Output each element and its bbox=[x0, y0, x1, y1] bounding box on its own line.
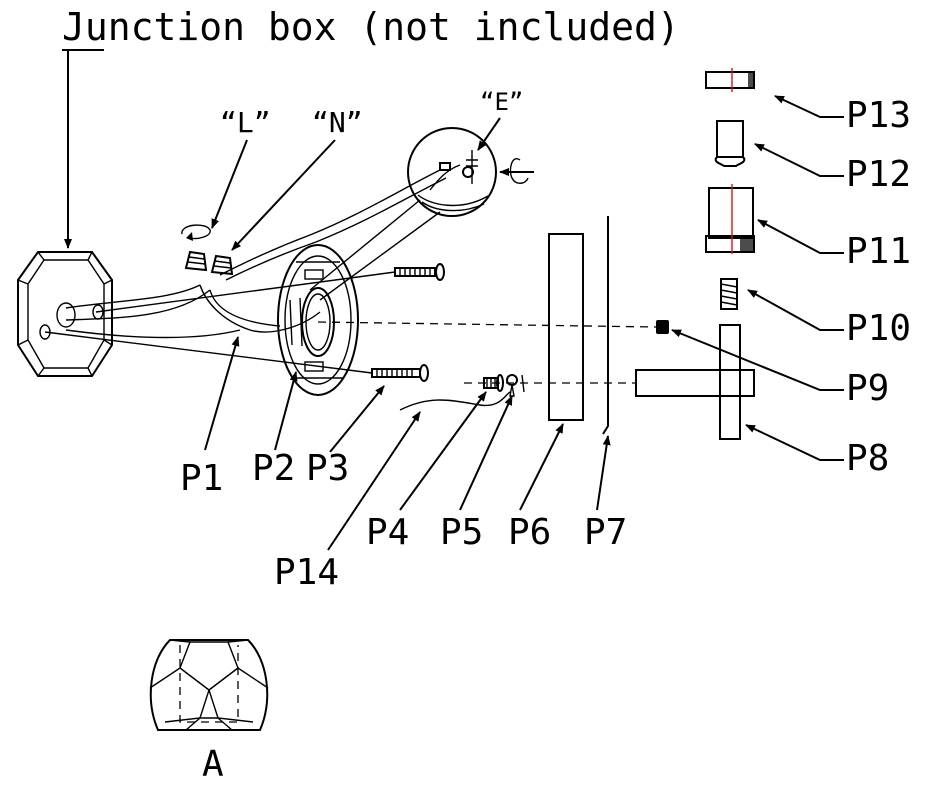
twist-icon-l bbox=[181, 224, 211, 240]
socket-holder bbox=[705, 184, 755, 254]
glass-shade bbox=[149, 639, 269, 731]
mounting-screws bbox=[44, 263, 445, 382]
callout-n-arrow bbox=[231, 139, 336, 251]
label-p3: P3 bbox=[306, 448, 349, 489]
label-p1: P1 bbox=[180, 458, 223, 499]
junction-box-drawing bbox=[17, 251, 113, 377]
label-p13: P13 bbox=[846, 95, 911, 136]
ground-wire bbox=[399, 391, 511, 411]
twist-icon-e bbox=[509, 158, 529, 184]
wire-nuts bbox=[184, 250, 234, 276]
label-p5: P5 bbox=[440, 512, 483, 553]
threaded-nipple bbox=[720, 278, 738, 310]
label-p8: P8 bbox=[846, 438, 889, 479]
callout-e-arrow bbox=[477, 117, 501, 151]
callout-l-arrow bbox=[211, 139, 248, 229]
callout-e: “E” bbox=[480, 88, 523, 116]
cap-nut bbox=[656, 320, 669, 334]
label-p6: P6 bbox=[508, 512, 551, 553]
label-p11: P11 bbox=[846, 231, 911, 272]
socket bbox=[714, 120, 746, 167]
callout-l: “L” bbox=[220, 106, 271, 139]
upper-axis-line bbox=[317, 321, 657, 328]
glass-panel bbox=[602, 216, 609, 435]
label-p7: P7 bbox=[584, 512, 627, 553]
ground-detail-circle bbox=[407, 127, 497, 217]
back-plate bbox=[548, 233, 584, 421]
twist-arrowhead-l bbox=[186, 232, 193, 241]
label-p12: P12 bbox=[846, 154, 911, 195]
supply-wires bbox=[65, 169, 447, 339]
label-p9: P9 bbox=[846, 368, 889, 409]
label-p4: P4 bbox=[366, 512, 409, 553]
label-p14: P14 bbox=[274, 552, 339, 593]
bulb-cap bbox=[705, 68, 755, 92]
mounting-plate bbox=[277, 244, 359, 396]
label-p10: P10 bbox=[846, 308, 911, 349]
part-leaders bbox=[671, 95, 844, 461]
bottom-leaders bbox=[204, 336, 611, 551]
callout-n: “N” bbox=[312, 106, 363, 139]
junction-box-title: Junction box (not included) bbox=[62, 5, 680, 49]
detail-leader-1 bbox=[309, 199, 421, 291]
detail-leader-2 bbox=[319, 211, 441, 301]
shade-label-a: A bbox=[202, 744, 224, 781]
label-p2: P2 bbox=[252, 448, 295, 489]
cross-arm bbox=[635, 324, 755, 440]
ground-screw bbox=[483, 374, 504, 392]
